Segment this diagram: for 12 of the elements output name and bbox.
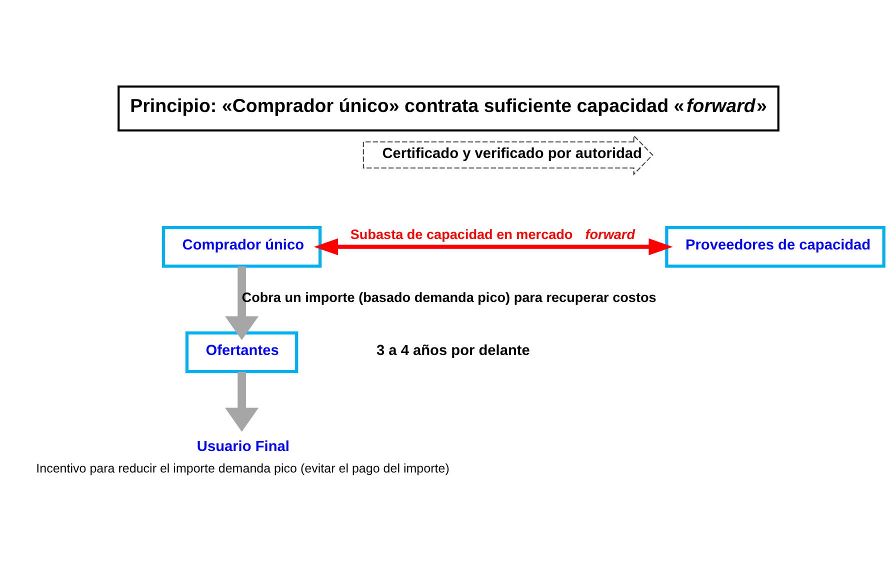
node-box: Ofertantes [184,331,298,374]
arrow [224,372,258,432]
node-text: Usuario Final [196,439,289,456]
edge-label: Subasta de capacidad en mercado forward [350,226,634,242]
label: 3 a 4 años por delante [376,343,530,360]
node-box: Proveedores de capacidad [664,226,885,268]
node-label: Incentivo para reducir el importe demanda pico (evitar el pago del importe) [36,461,449,476]
arrow [224,266,258,340]
edge-label: Cobra un importe (basado demanda pico) para recuperar costos [241,290,656,306]
node-box: Comprador único [161,226,322,268]
diagram-title: Principio: «Comprador único» contrata suficiente capacidad «forward» [130,95,766,116]
arrow [313,238,672,256]
